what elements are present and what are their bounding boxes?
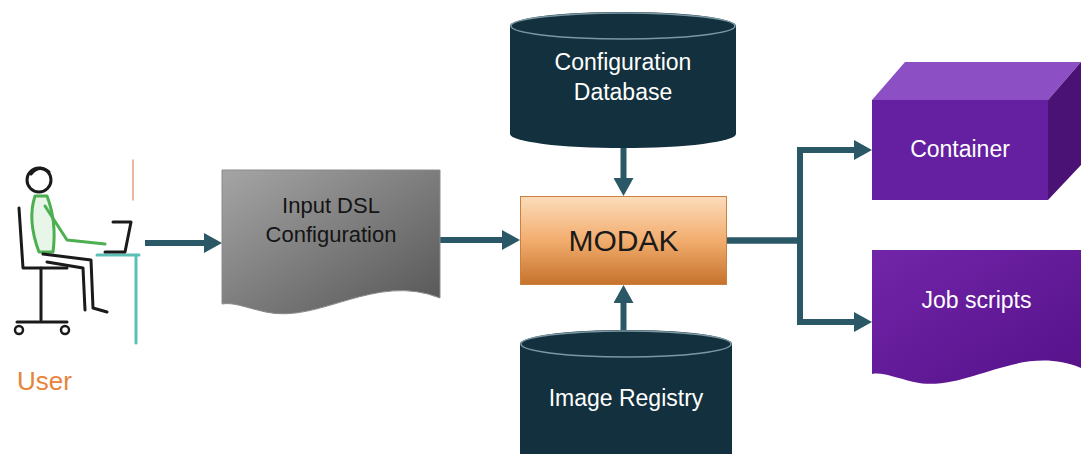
node-label: Input DSL Configuration — [249, 192, 414, 249]
output-document-outline — [872, 250, 1081, 390]
input-document: Input DSL Configuration — [222, 170, 440, 320]
output-document: Job scripts — [872, 250, 1081, 390]
node-label: User — [17, 365, 72, 399]
container-cube: Container — [872, 62, 1081, 200]
node-label: MODAK — [568, 221, 678, 260]
flow-arrow — [621, 148, 627, 178]
container-cube-outline — [872, 62, 1081, 200]
node-label: Configuration Database — [536, 48, 711, 108]
node-label: Job scripts — [922, 286, 1032, 316]
database-cylinder: Configuration Database — [510, 12, 736, 148]
node-label: Container — [910, 135, 1010, 165]
process-box: MODAK — [520, 196, 727, 285]
flow-arrow — [145, 240, 204, 246]
node-label: Image Registry — [549, 384, 704, 414]
flow-arrow — [440, 237, 502, 243]
user-illustration — [5, 160, 145, 345]
flow-arrow — [727, 150, 854, 241]
user-figure: User — [5, 160, 145, 405]
registry-cylinder: Image Registry — [520, 330, 732, 454]
flow-arrow — [621, 303, 627, 330]
flow-arrow — [727, 241, 854, 323]
